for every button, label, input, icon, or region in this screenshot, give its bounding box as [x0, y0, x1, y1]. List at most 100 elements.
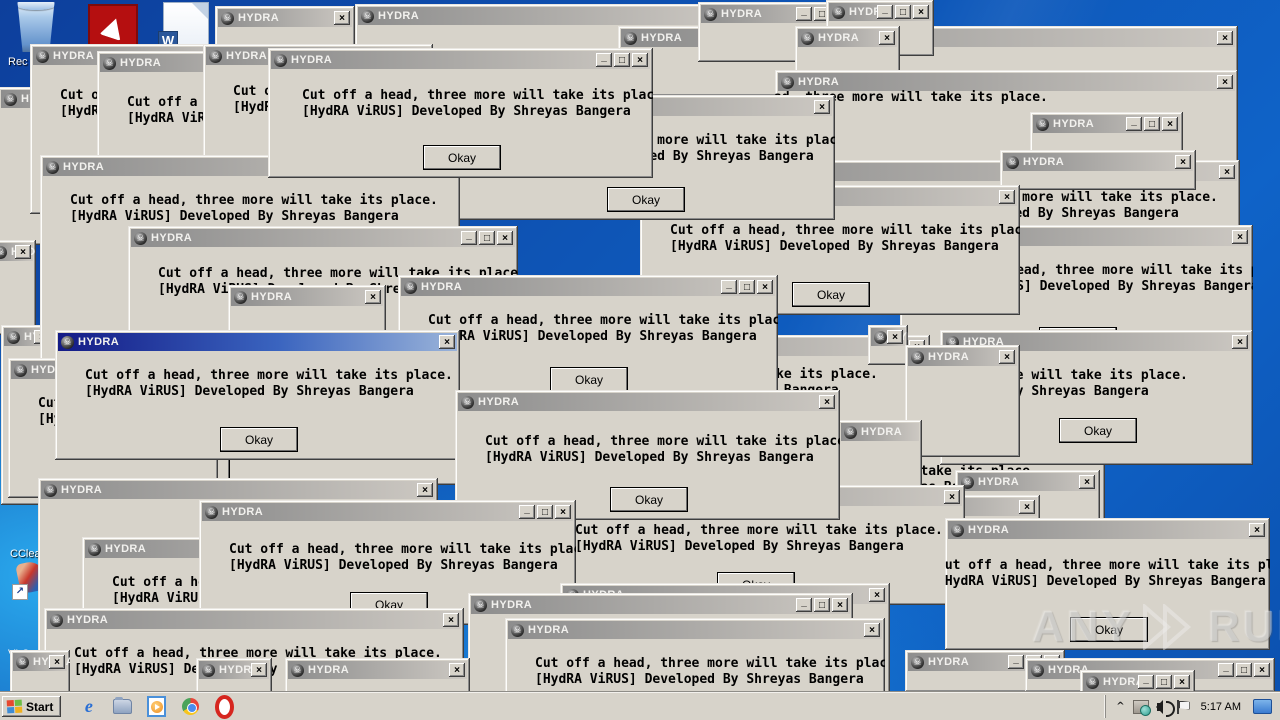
window-title-bar[interactable]: ☠HYDRA: [701, 5, 850, 23]
close-button[interactable]: ×: [1217, 31, 1233, 45]
volume-icon[interactable]: [1155, 699, 1175, 717]
window-title-bar[interactable]: ☠HYDRA: [1033, 115, 1180, 133]
close-button[interactable]: ×: [757, 280, 773, 294]
close-button[interactable]: ×: [1232, 230, 1248, 244]
minimize-button[interactable]: _: [1008, 654, 1024, 669]
okay-button[interactable]: Okay: [1059, 418, 1137, 443]
ie-icon[interactable]: e: [84, 696, 93, 716]
start-button[interactable]: Start: [2, 696, 62, 717]
close-button[interactable]: ×: [1162, 117, 1178, 131]
okay-button[interactable]: Okay: [1070, 617, 1148, 642]
maximize-button[interactable]: □: [1156, 675, 1172, 689]
minimize-button[interactable]: _: [1218, 662, 1234, 677]
window-title-bar[interactable]: ☠HYDRA: [41, 481, 435, 499]
window-title-bar[interactable]: ☠HYDRA: [202, 503, 573, 521]
maximize-button[interactable]: □: [614, 53, 630, 67]
close-button[interactable]: ×: [365, 290, 381, 304]
close-button[interactable]: ×: [944, 490, 960, 504]
close-button[interactable]: ×: [1254, 663, 1270, 677]
maximize-button[interactable]: □: [739, 280, 755, 294]
close-button[interactable]: ×: [555, 505, 571, 519]
window-title-bar[interactable]: ☠HYDRA: [778, 73, 1235, 91]
close-button[interactable]: ×: [814, 100, 830, 114]
close-button[interactable]: ×: [251, 663, 267, 677]
okay-button[interactable]: Okay: [607, 187, 685, 212]
close-button[interactable]: ×: [632, 53, 648, 67]
minimize-button[interactable]: _: [596, 52, 612, 67]
recycle-bin-icon[interactable]: [17, 2, 55, 52]
close-button[interactable]: ×: [497, 231, 513, 245]
network-icon[interactable]: [1132, 699, 1151, 716]
close-button[interactable]: ×: [887, 330, 903, 344]
window-title-bar[interactable]: ☠HYDRA: [288, 661, 467, 679]
close-button[interactable]: ×: [999, 350, 1015, 364]
close-button[interactable]: ×: [449, 663, 465, 677]
minimize-button[interactable]: _: [461, 230, 477, 245]
maximize-button[interactable]: □: [479, 231, 495, 245]
close-button[interactable]: ×: [819, 395, 835, 409]
okay-button[interactable]: Okay: [220, 427, 298, 452]
minimize-button[interactable]: _: [1138, 674, 1154, 689]
monitor-icon[interactable]: [1253, 699, 1272, 714]
close-button[interactable]: ×: [999, 190, 1015, 204]
adobe-reader-icon[interactable]: [88, 4, 138, 51]
window-title-bar[interactable]: ☠HYDRA: [218, 9, 352, 27]
window-title-bar[interactable]: ☠HYDRA: [958, 473, 1097, 491]
maximize-button[interactable]: □: [1144, 117, 1160, 131]
opera-icon[interactable]: [215, 694, 235, 719]
window-title-bar[interactable]: ☠HYDRA: [358, 7, 730, 25]
close-button[interactable]: ×: [869, 588, 885, 602]
window-title-bar[interactable]: ☠HYDRA: [231, 288, 383, 306]
minimize-button[interactable]: _: [877, 4, 893, 19]
window-title-bar[interactable]: ☠HYDRA: [948, 521, 1267, 539]
chrome-icon[interactable]: [181, 697, 200, 716]
close-button[interactable]: ×: [1217, 75, 1233, 89]
close-button[interactable]: ×: [1219, 165, 1235, 179]
close-button[interactable]: ×: [439, 335, 455, 349]
close-button[interactable]: ×: [1249, 523, 1265, 537]
minimize-button[interactable]: _: [721, 279, 737, 294]
close-button[interactable]: ×: [49, 655, 65, 669]
window-title-bar[interactable]: ☠HYDRA: [508, 621, 882, 639]
close-button[interactable]: ×: [913, 5, 929, 19]
maximize-button[interactable]: □: [537, 505, 553, 519]
okay-button[interactable]: Okay: [550, 367, 628, 392]
window-title-bar[interactable]: ☠HYDRA: [401, 278, 775, 296]
minimize-button[interactable]: _: [796, 6, 812, 21]
close-button[interactable]: ×: [832, 598, 848, 612]
okay-button[interactable]: Okay: [610, 487, 688, 512]
close-button[interactable]: ×: [1174, 675, 1190, 689]
window-title-bar[interactable]: ☠HYDRA: [908, 348, 1017, 366]
window-title-bar[interactable]: ☠HYDRA: [131, 229, 515, 247]
window-title-bar[interactable]: ☠HYDRA: [458, 393, 837, 411]
close-button[interactable]: ×: [334, 11, 350, 25]
close-button[interactable]: ×: [1079, 475, 1095, 489]
window-title-bar[interactable]: ☠HYDRA: [47, 611, 461, 629]
window-title-bar[interactable]: ☠HYDRA: [841, 423, 919, 441]
chevron-up-icon[interactable]: ^: [1116, 701, 1125, 712]
window-title-bar[interactable]: ☠HYDRA: [1003, 153, 1193, 171]
window-title-bar[interactable]: ☠HYDRA: [798, 29, 897, 47]
minimize-button[interactable]: _: [1126, 116, 1142, 131]
close-button[interactable]: ×: [879, 31, 895, 45]
maximize-button[interactable]: □: [814, 598, 830, 612]
close-button[interactable]: ×: [1232, 335, 1248, 349]
close-button[interactable]: ×: [864, 623, 880, 637]
okay-button[interactable]: Okay: [423, 145, 501, 170]
close-button[interactable]: ×: [1175, 155, 1191, 169]
window-title-bar[interactable]: ☠HYDRA: [271, 51, 650, 69]
action-center-flag-icon[interactable]: [1176, 699, 1189, 714]
minimize-button[interactable]: _: [519, 504, 535, 519]
window-title-bar[interactable]: ☠HYDRA: [58, 333, 457, 351]
close-button[interactable]: ×: [1019, 500, 1035, 514]
maximize-button[interactable]: □: [895, 5, 911, 19]
maximize-button[interactable]: □: [1236, 663, 1252, 677]
folder-icon[interactable]: [113, 697, 133, 716]
close-button[interactable]: ×: [417, 483, 433, 497]
close-button[interactable]: ×: [15, 245, 31, 259]
window-title-bar[interactable]: ☠HYDRA: [471, 596, 850, 614]
close-button[interactable]: ×: [443, 613, 459, 627]
media-player-icon[interactable]: [147, 696, 167, 717]
minimize-button[interactable]: _: [796, 597, 812, 612]
ccleaner-icon[interactable]: ↗: [12, 562, 46, 600]
